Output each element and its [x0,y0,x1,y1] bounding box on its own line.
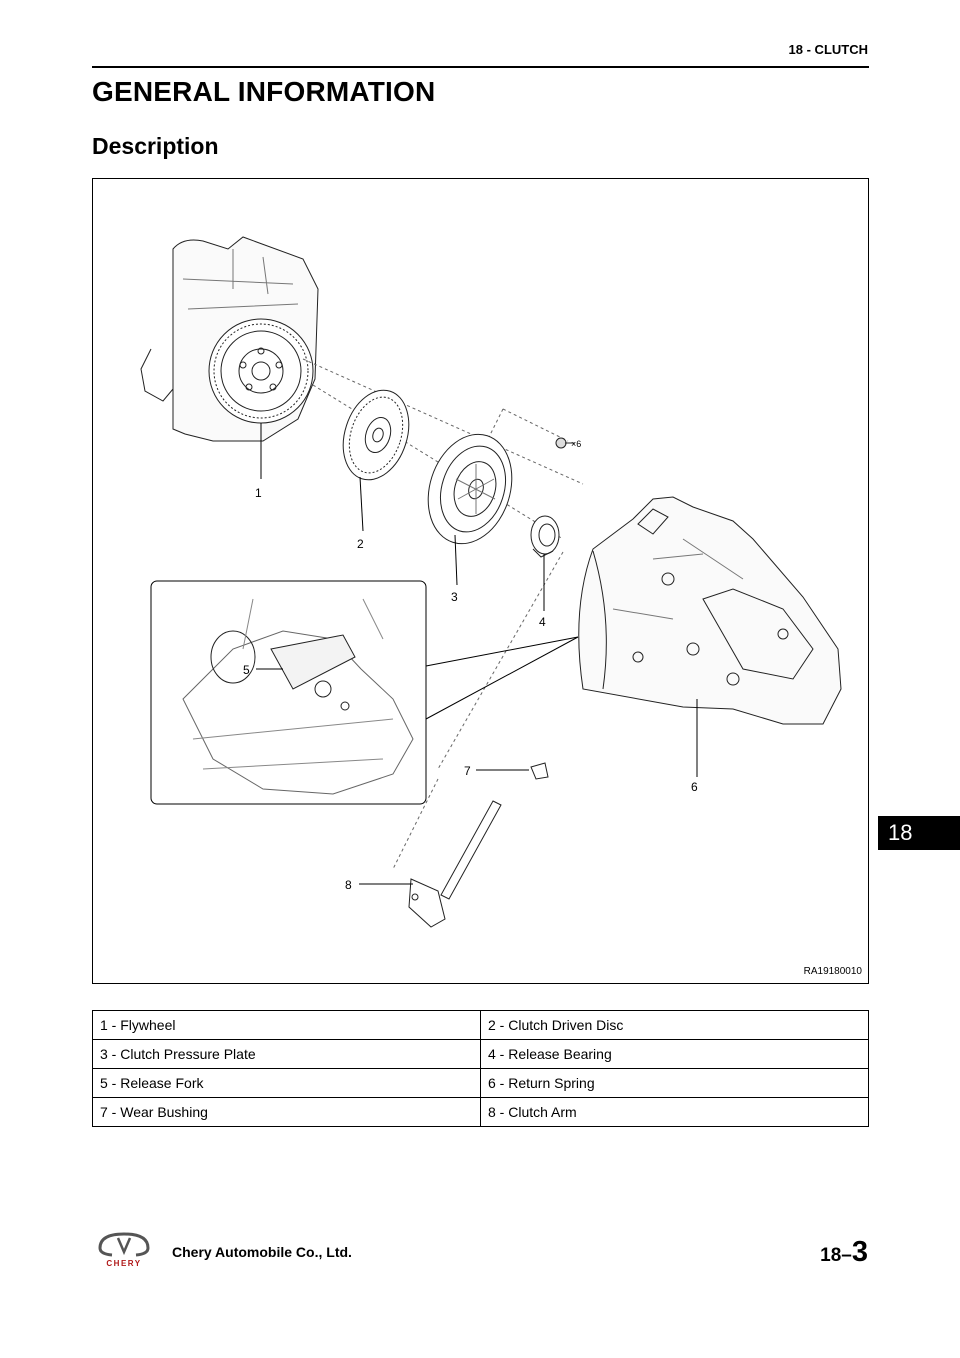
page-number-prefix: 18– [820,1245,852,1266]
table-row: 3 - Clutch Pressure Plate 4 - Release Be… [92,1039,869,1069]
table-cell: 4 - Release Bearing [480,1039,869,1069]
release-fork-inset [150,580,579,805]
header-rule [92,66,869,68]
callout-4: 4 [539,615,546,629]
callout-3: 3 [451,590,458,604]
table-cell: 6 - Return Spring [480,1068,869,1098]
page-number-value: 3 [851,1236,868,1268]
table-row: 7 - Wear Bushing 8 - Clutch Arm [92,1097,869,1127]
table-cell: 1 - Flywheel [92,1010,481,1040]
clutch-diagram: 1 2 3 4 5 6 7 8 ×6 [140,236,842,928]
table-cell: 2 - Clutch Driven Disc [480,1010,869,1040]
chery-logo: CHERY [92,1228,156,1268]
section-subtitle: Description [92,133,219,159]
callout-2: 2 [357,537,364,551]
release-bearing-drawing [530,515,560,558]
page-title: GENERAL INFORMATION [92,76,436,107]
table-cell: 5 - Release Fork [92,1068,481,1098]
leader-lines [256,423,698,885]
clutch-arm-drawing [408,800,502,928]
table-cell: 8 - Clutch Arm [480,1097,869,1127]
page-number: 18–3 [820,1236,868,1269]
bolt-drawing [555,437,575,449]
table-cell: 3 - Clutch Pressure Plate [92,1039,481,1069]
clutch-driven-disc-drawing [342,389,410,481]
clutch-pressure-plate-drawing [427,433,513,545]
transmission-drawing [578,496,842,725]
parts-legend-table: 1 - Flywheel 2 - Clutch Driven Disc 3 - … [92,1010,869,1127]
callout-6: 6 [691,780,698,794]
callout-labels: 1 2 3 4 5 6 7 8 ×6 [243,439,698,892]
table-row: 5 - Release Fork 6 - Return Spring [92,1068,869,1098]
clutch-exploded-figure: 1 2 3 4 5 6 7 8 ×6 RA19180010 [92,178,869,984]
flywheel-drawing [208,318,314,424]
bolt-quantity: ×6 [571,439,581,449]
table-cell: 7 - Wear Bushing [92,1097,481,1127]
chapter-tab[interactable]: 18 [878,816,960,850]
section-header: 18 - CLUTCH [788,42,868,57]
svg-text:CHERY: CHERY [106,1259,141,1268]
callout-5: 5 [243,663,250,677]
callout-7: 7 [464,764,471,778]
table-row: 1 - Flywheel 2 - Clutch Driven Disc [92,1010,869,1040]
callout-1: 1 [255,486,262,500]
company-name: Chery Automobile Co., Ltd. [172,1244,352,1260]
callout-8: 8 [345,878,352,892]
figure-code: RA19180010 [803,966,862,977]
wear-bushing-drawing [530,762,549,780]
